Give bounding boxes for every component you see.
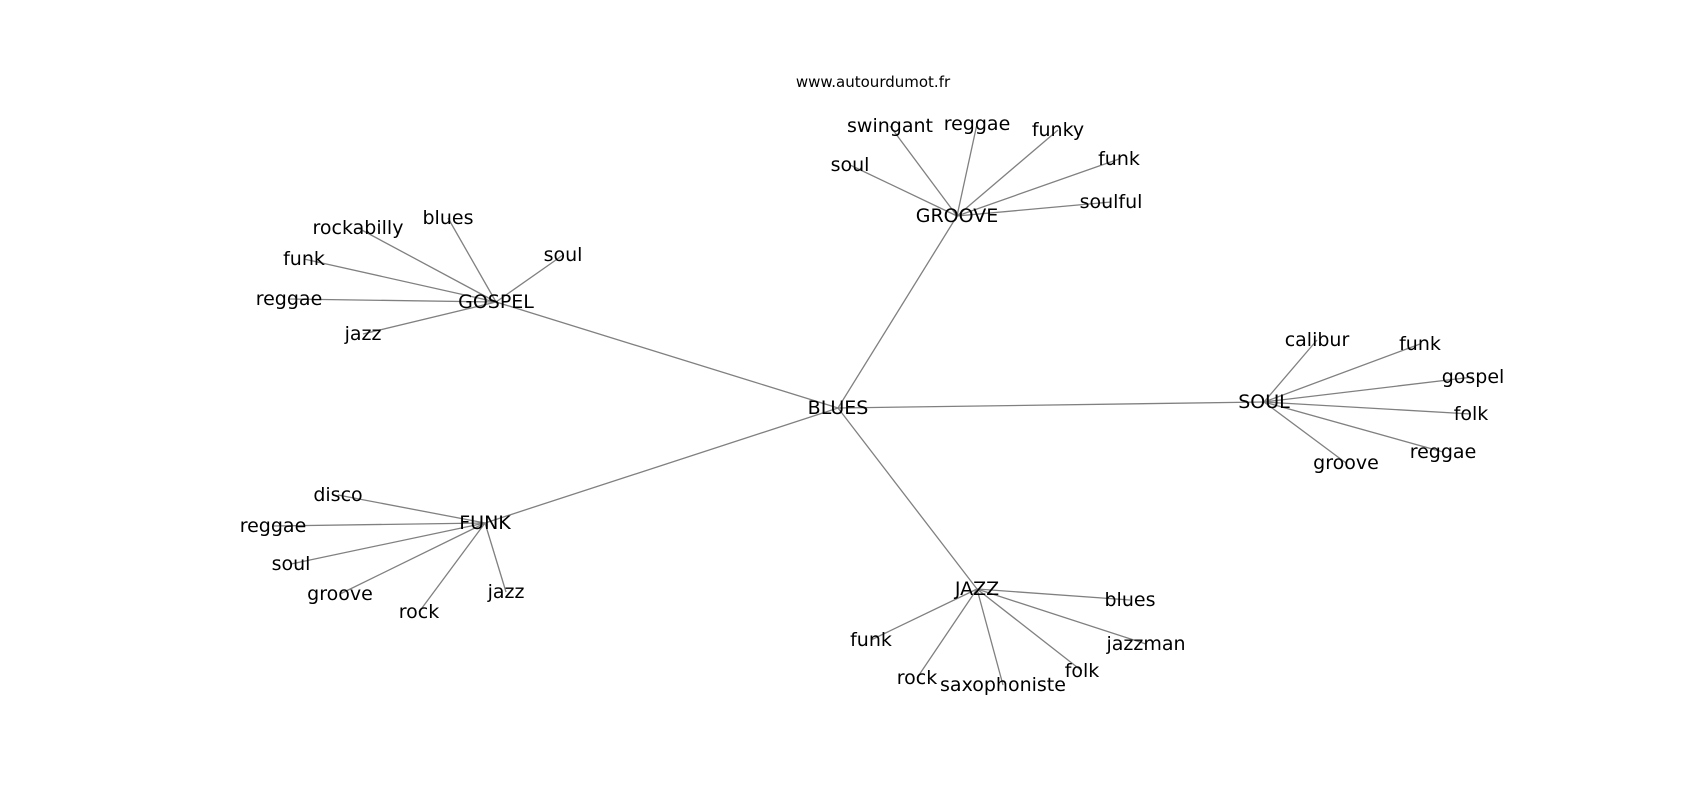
edge-jazz-leaf [916,588,978,679]
edge-funk-leaf [272,522,486,527]
leaf-node-label: funk [283,248,325,270]
leaf-node-label: funky [1032,119,1084,141]
leaf-node-label: rock [399,601,439,623]
leaf-node-label: soul [272,553,311,575]
edge-groove-leaf [889,125,958,217]
edge-gospel-leaf [303,258,497,303]
hub-node-jazz: JAZZ [954,578,999,600]
center-node-label: BLUES [808,397,869,419]
leaf-node-label: rockabilly [313,217,404,239]
hub-node-soul: SOUL [1238,391,1290,413]
leaf-node-label: calibur [1285,329,1350,351]
leaf-node-label: soul [831,154,870,176]
edge-jazz-leaf [976,588,1004,686]
edge-jazz-leaf [870,588,978,641]
leaf-node-label: funk [1399,333,1441,355]
leaf-node-label: jazz [487,581,525,603]
leaf-node-label: folk [1065,660,1100,682]
leaf-node-label: reggae [256,288,323,310]
leaf-node-label: blues [423,207,474,229]
edge-funk-leaf [484,522,507,593]
edge-gospel-leaf [362,301,497,335]
edge-soul-leaf [1263,343,1421,403]
hub-node-groove: GROOVE [916,205,999,227]
leaf-node-label: saxophoniste [940,674,1066,696]
edge-gospel-leaf [357,227,497,303]
leaf-node-label: gospel [1442,366,1505,388]
edge-groove-leaf [956,201,1112,217]
edge-jazz-leaf [976,588,1147,645]
edge-soul-leaf [1263,401,1444,453]
labels-layer: www.autourdumot.fr BLUES GROOVE swingant re… [240,73,1505,696]
edge-soul-leaf [1263,401,1347,464]
leaf-node-label: swingant [847,115,933,137]
edge-soul-leaf [1263,376,1474,403]
edge-gospel-leaf [447,217,497,303]
edge-groove-leaf [849,164,958,217]
leaf-node-label: soulful [1080,191,1143,213]
hub-node-funk: FUNK [459,512,511,534]
edge-gospel-leaf [288,298,497,303]
edge-blues-jazz [837,407,978,590]
edge-funk-leaf [339,522,486,595]
leaf-node-label: blues [1105,589,1156,611]
edge-groove-leaf [956,129,1059,217]
edge-jazz-leaf [976,588,1131,601]
leaf-node-label: reggae [1410,441,1477,463]
edge-groove-leaf [956,123,978,217]
edge-gospel-leaf [495,254,564,303]
edge-blues-funk [484,407,839,524]
edge-groove-leaf [956,158,1120,217]
edge-jazz-leaf [976,588,1083,672]
edge-soul-leaf [1263,339,1318,403]
leaf-node-label: reggae [240,515,307,537]
leaf-node-label: funk [1098,148,1140,170]
edge-funk-leaf [337,494,486,524]
leaf-node-label: jazz [344,323,382,345]
leaf-node-label: rock [897,667,937,689]
edge-funk-leaf [418,522,486,613]
leaf-node-label: groove [307,583,373,605]
leaf-node-label: soul [544,244,583,266]
leaf-node-label: disco [313,484,362,506]
hub-node-gospel: GOSPEL [458,291,534,313]
edges-layer [272,123,1474,686]
edge-blues-groove [837,215,958,409]
leaf-node-label: jazzman [1105,633,1185,655]
leaf-node-label: folk [1454,403,1489,425]
edge-funk-leaf [290,522,486,565]
edge-blues-gospel [495,301,839,409]
leaf-node-label: reggae [944,113,1011,135]
leaf-node-label: groove [1313,452,1379,474]
edge-soul-leaf [1263,401,1472,415]
leaf-node-label: funk [850,629,892,651]
edge-blues-soul [837,401,1265,409]
watermark-text: www.autourdumot.fr [796,73,951,91]
